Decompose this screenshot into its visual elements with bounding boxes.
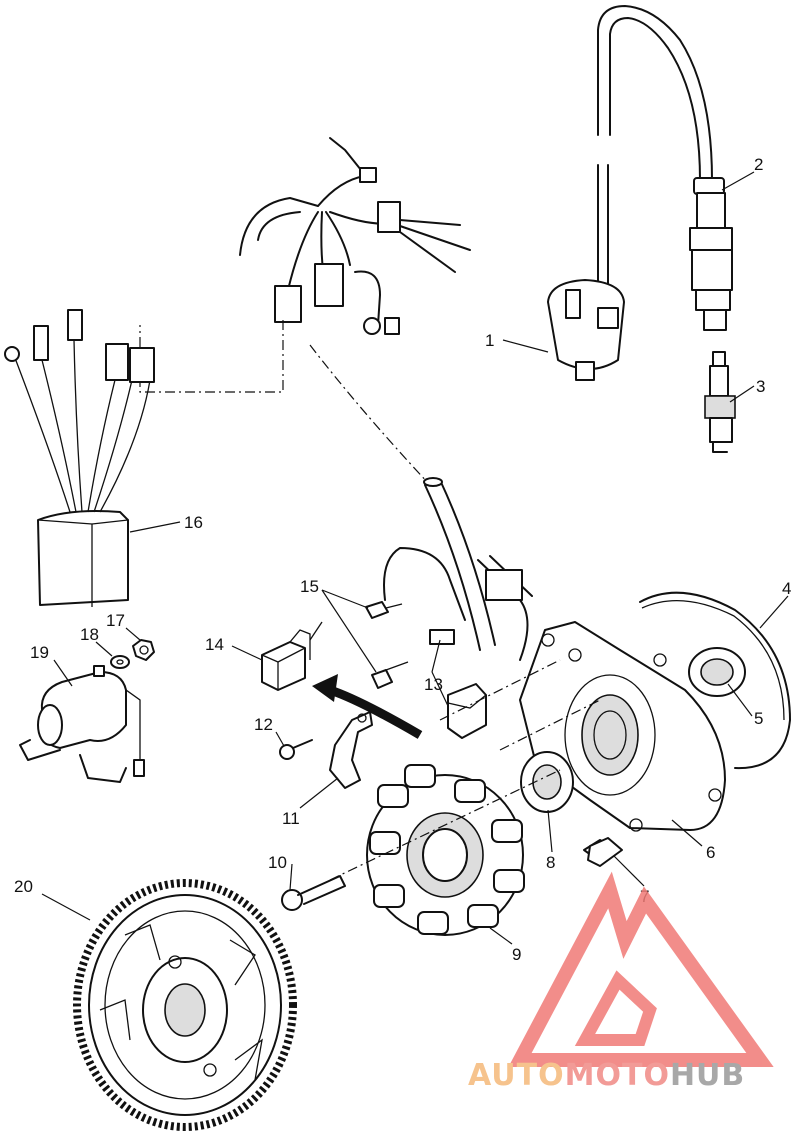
callout-9: 9 [512,945,521,964]
callout-17: 17 [106,611,125,630]
part-11-wire-clamp [329,711,373,789]
watermark-auto: AUTO [468,1058,565,1093]
part-15-screws [365,601,409,689]
callout-13: 13 [424,675,443,694]
callout-14: 14 [205,635,224,654]
part-7-bolt [583,837,623,867]
automotohub-watermark: AUTOMOTOHUB [468,871,774,1093]
watermark-hub: HUB [670,1058,745,1093]
part-2-spark-plug-cap [597,5,733,331]
part-14-pickup-coil [261,621,323,691]
part-17-nut [132,639,155,661]
part-12-screw [279,739,313,760]
callout-10: 10 [268,853,287,872]
part-1-ignition-coil [547,164,625,381]
callout-labels: 1 2 3 4 5 6 7 8 9 10 11 12 13 14 15 16 1… [14,155,791,964]
callout-15: 15 [300,577,319,596]
part-4-o-ring [639,591,791,770]
part-20-flywheel [73,879,297,1131]
callout-18: 18 [80,625,99,644]
wire-harness [139,137,471,486]
part-9-stator [329,764,561,936]
part-19-starter-solenoid [19,665,145,783]
callout-5: 5 [754,709,763,728]
svg-text:AUTOMOTOHUB: AUTOMOTOHUB [468,1058,745,1093]
callout-19: 19 [30,643,49,662]
part-13-bracket [383,547,487,739]
callout-4: 4 [782,579,791,598]
leader-lines [41,171,789,945]
callout-8: 8 [546,853,555,872]
direction-arrow [312,674,423,739]
automotohub-logo-icon [508,871,774,1067]
callout-20: 20 [14,877,33,896]
part-18-washer [110,655,130,669]
callout-6: 6 [706,843,715,862]
part-10-bolt [281,875,346,911]
part-5-oil-seal [688,647,746,697]
stator-harness-sheath [423,477,533,661]
callout-2: 2 [754,155,763,174]
callout-16: 16 [184,513,203,532]
watermark-moto: MOTO [565,1058,670,1093]
callout-3: 3 [756,377,765,396]
part-16-cdi-module [4,309,155,607]
callout-11: 11 [282,809,300,828]
callout-12: 12 [254,715,273,734]
part-8-seal [520,751,574,813]
callout-1: 1 [485,331,494,350]
part-3-spark-plug [704,351,736,453]
